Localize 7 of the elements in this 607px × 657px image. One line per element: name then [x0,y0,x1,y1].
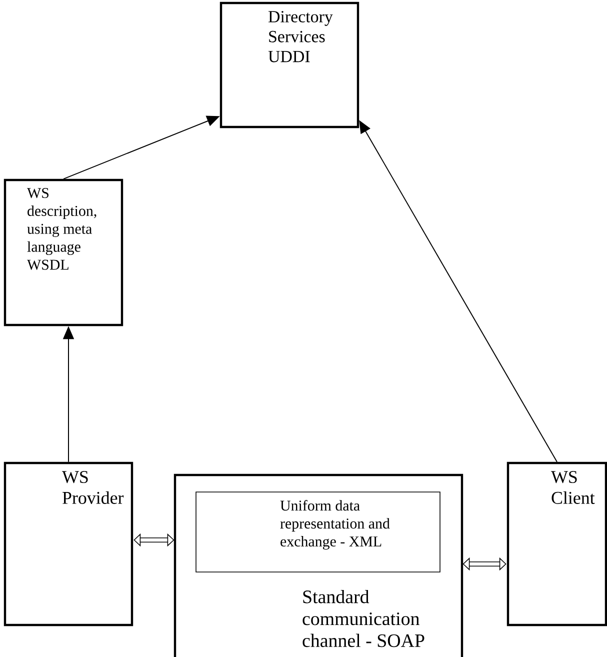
description-box: WS description, using meta language WSDL [4,178,124,326]
arrow [462,557,506,571]
client-box: WS Client [506,462,607,626]
directory-box: Directory Services UDDI [220,2,360,128]
provider-box: WS Provider [4,462,134,626]
arrow [134,533,174,547]
data-box: Uniform data representation and exchange - XML [196,492,440,572]
